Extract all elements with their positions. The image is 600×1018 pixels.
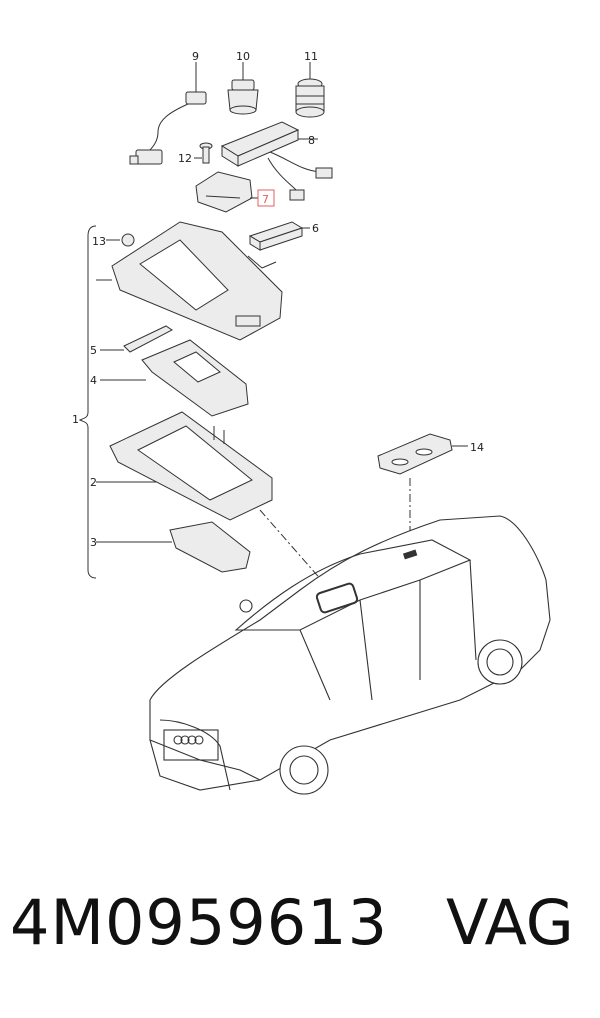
- callout-11: 11: [304, 50, 318, 63]
- callout-4: 4: [90, 374, 97, 387]
- part-4-trim-panel: [100, 339, 249, 417]
- callout-3: 3: [90, 536, 97, 549]
- exploded-parts-diagram: 1 2 3 4 5 6 7 8 9 10 11 12 13 14: [72, 50, 551, 795]
- callout-7: 7: [262, 193, 269, 206]
- callout-6: 6: [312, 222, 319, 235]
- part-11-bulb: [295, 62, 325, 118]
- part-14-rear-interior-light: [377, 433, 468, 475]
- part-7-lamp-housing: [195, 171, 275, 213]
- callout-10: 10: [236, 50, 250, 63]
- car-illustration: [149, 515, 551, 795]
- part-12-screw: [194, 142, 213, 164]
- part-number-text: 4M0959613: [10, 886, 389, 959]
- callout-8: 8: [308, 134, 315, 147]
- part-2-frame: [96, 411, 273, 521]
- part-6-lamp-lens: [247, 221, 310, 269]
- callout-9: 9: [192, 50, 199, 63]
- part-1-bracket: [78, 225, 97, 579]
- callout-12: 12: [178, 152, 192, 165]
- callout-5: 5: [90, 344, 97, 357]
- callout-labels: 1 2 3 4 5 6 7 8 9 10 11 12 13 14: [72, 50, 484, 549]
- callout-13: 13: [92, 235, 106, 248]
- part-5-seal-strip: [100, 325, 173, 353]
- callout-14: 14: [470, 441, 484, 454]
- car-logo-rings: [173, 735, 204, 745]
- leader-lines: [259, 478, 411, 591]
- brand-text: VAG: [446, 886, 574, 959]
- part-10-lamp-socket: [227, 62, 259, 115]
- part-3-lens-cover: [96, 521, 251, 573]
- part-13-clip: [106, 233, 135, 247]
- callout-1: 1: [72, 413, 79, 426]
- part-1-roof-console-assembly: [96, 221, 283, 341]
- part-8-control-module: [220, 121, 333, 201]
- part-9-cable-harness: [129, 62, 207, 165]
- callout-2: 2: [90, 476, 97, 489]
